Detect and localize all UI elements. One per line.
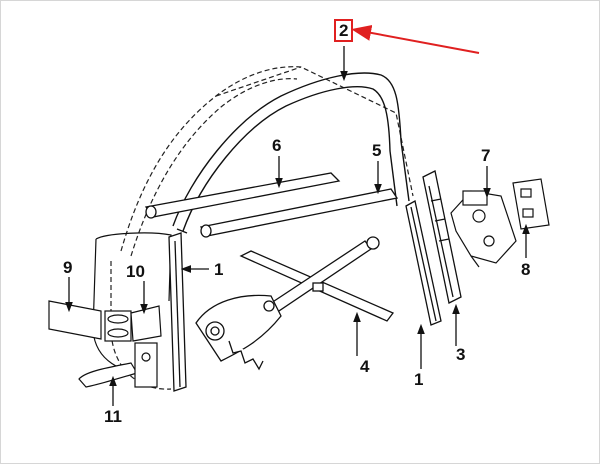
highlight-arrow <box>351 24 480 54</box>
callout-1-right: 1 <box>414 370 424 389</box>
door-striker <box>512 178 550 230</box>
door-hinges <box>48 300 162 342</box>
door-outline <box>110 66 414 390</box>
door-check <box>78 342 158 388</box>
callout-10: 10 <box>126 262 145 281</box>
callout-6: 6 <box>272 136 282 155</box>
callout-1-left: 1 <box>214 260 224 279</box>
beltline-strips <box>144 172 399 238</box>
callout-3: 3 <box>456 345 466 364</box>
run-channel-left <box>168 232 187 392</box>
callout-4: 4 <box>360 357 370 376</box>
channel-3 <box>422 170 462 304</box>
callout-5: 5 <box>372 141 382 160</box>
callout-2-highlighted: 2 <box>334 19 354 42</box>
callout-11: 11 <box>104 407 122 426</box>
run-channel-right <box>405 200 442 326</box>
callout-9: 9 <box>63 258 73 277</box>
callout-leaders <box>65 46 530 406</box>
callout-7: 7 <box>481 146 491 165</box>
window-regulator <box>195 236 395 371</box>
frame-weatherstrip <box>172 72 410 234</box>
callout-8: 8 <box>521 260 531 279</box>
door-latch <box>450 190 517 268</box>
